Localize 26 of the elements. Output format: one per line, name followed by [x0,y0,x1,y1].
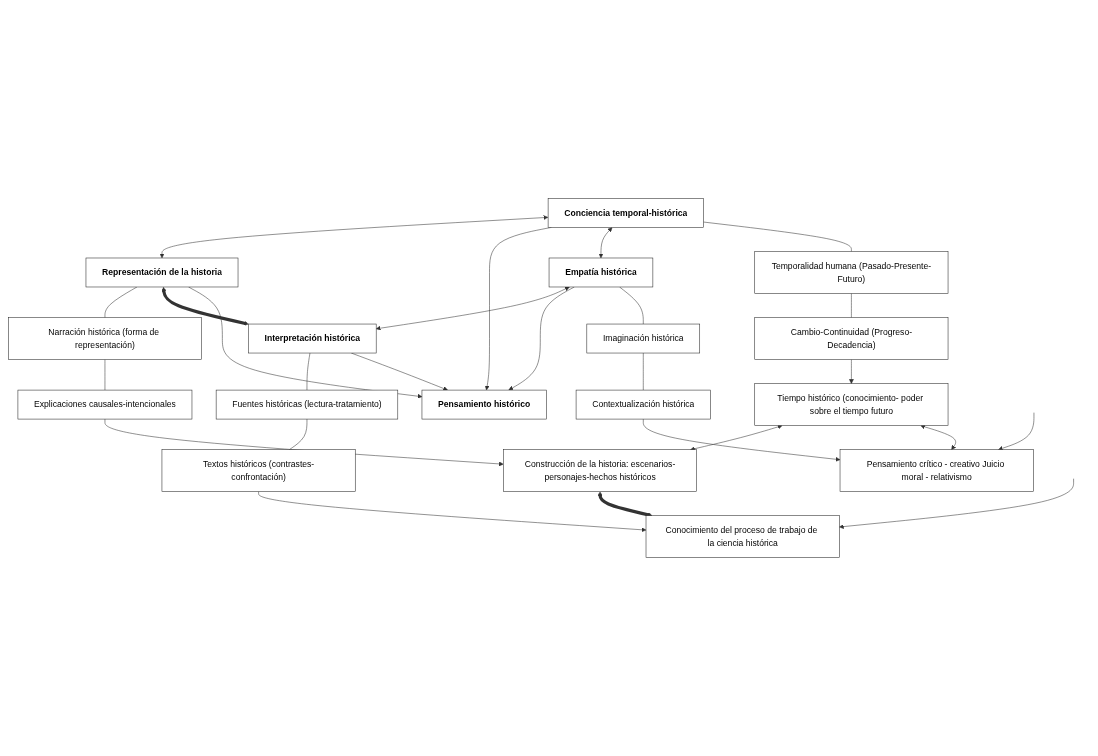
connector [643,352,644,391]
node-box: Temporalidad humana (Pasado-Presente-Futuro) [754,251,949,294]
node-box: Contextualización histórica [575,389,711,420]
node-box: Conciencia temporal-histórica [547,198,704,228]
node-box: Explicaciones causales-intencionales [17,389,193,420]
node-box: Textos históricos (contrastes-confrontación) [161,449,356,492]
node-box: Cambio-Continuidad (Progreso-Decadencia) [754,317,949,360]
node-box: Conocimiento del proceso de trabajo de la ciencia histórica [645,515,840,558]
connector [289,418,308,450]
node-box: Representación de la historia [85,257,239,288]
arrow [597,491,653,518]
node-box: Interpretación histórica [248,323,377,354]
node-box: Construcción de la historia: escenarios-personajes-hechos históricos [503,449,697,492]
node-box: Imaginación histórica [586,323,700,354]
connector [619,286,644,325]
node-box: Tiempo histórico (conocimiento- poder sobre el tiempo futuro [754,383,949,426]
node-box: Pensamiento crítico - creativo Juicio moral - relativismo [839,449,1034,492]
node-box: Fuentes históricas (lectura-tratamiento) [215,389,399,420]
node-box: Pensamiento histórico [421,389,547,420]
arrow [161,287,249,326]
connector [851,293,852,318]
connector [104,359,106,391]
node-box: Narración histórica (forma de representación) [8,317,202,360]
node-box: Empatía histórica [548,257,654,288]
connector [104,286,138,318]
connector [703,221,852,252]
